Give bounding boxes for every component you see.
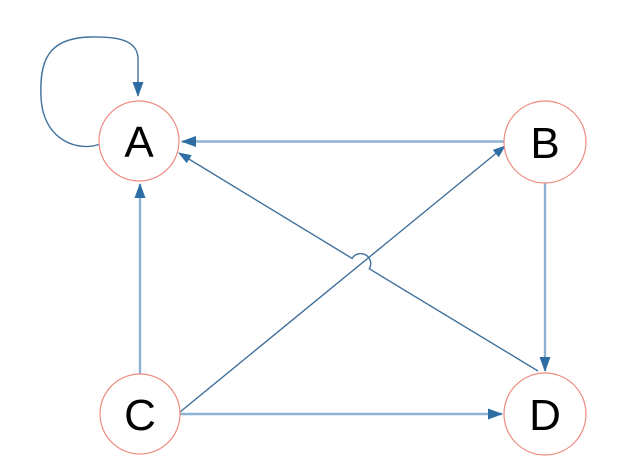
node-a[interactable] [98, 100, 180, 182]
node-a-label: A [124, 118, 154, 167]
edge-c-to-b[interactable] [179, 145, 506, 413]
node-d-label: D [529, 391, 561, 440]
edge-d-to-a[interactable] [178, 152, 539, 372]
node-c[interactable] [99, 373, 181, 455]
edge-a-self-loop[interactable] [40, 36, 144, 148]
node-d[interactable] [503, 372, 587, 456]
node-b[interactable] [503, 100, 587, 184]
node-c-label: C [124, 391, 156, 440]
node-b-label: B [530, 119, 559, 168]
